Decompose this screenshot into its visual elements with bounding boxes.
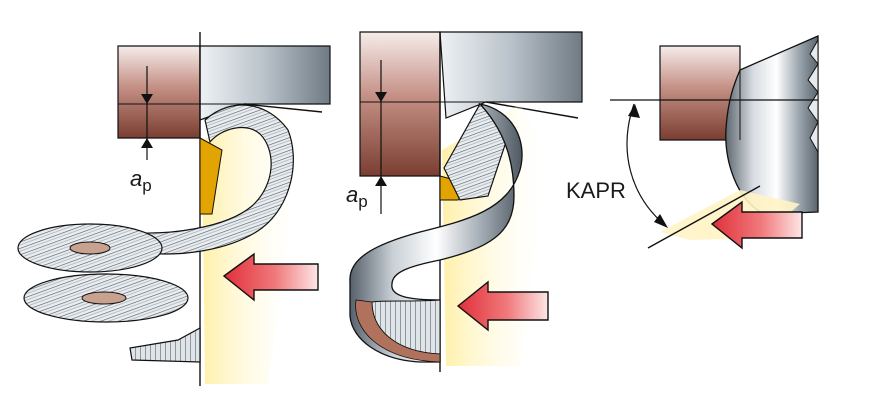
tool-2 (439, 31, 583, 119)
ribbon-brown-edge-2 (355, 299, 441, 363)
ribbon-chip-2 (349, 102, 523, 363)
entering-angle-label: KAPR (566, 178, 626, 203)
depth-arrow-bot-1 (141, 138, 153, 148)
feed-arrow-3 (710, 200, 803, 250)
chip-root-1 (199, 137, 223, 215)
tool-edge-2 (485, 101, 579, 119)
cut-edge-line-3 (647, 185, 761, 249)
panel-1-long-chip (17, 32, 331, 386)
depth-arrow-bot-2 (375, 176, 387, 186)
tool-edge-1 (243, 103, 323, 113)
depth-arrow-top-1 (141, 94, 153, 104)
kapr-arrow-top (628, 104, 640, 118)
panel-3-entering-angle (610, 35, 819, 250)
chip-coil-1b-hole (81, 291, 127, 305)
kapr-arc (626, 103, 667, 227)
panel-2-ribbon-chip (349, 31, 583, 372)
feed-arrow-2 (456, 280, 549, 332)
kapr-arrow-bot (654, 214, 668, 228)
ribbed-chip-2 (443, 103, 513, 201)
workpiece-2 (359, 31, 441, 177)
chip-tail-1 (129, 326, 201, 363)
chip-coil-1a-hole (69, 241, 111, 255)
workpiece-1 (117, 45, 201, 139)
feed-arrow-1 (222, 252, 319, 302)
depth-of-cut-label-1: ap (130, 166, 152, 195)
depth-arrow-top-2 (375, 92, 387, 102)
depth-of-cut-label-2: ap (346, 182, 368, 211)
tool-1 (199, 45, 331, 121)
